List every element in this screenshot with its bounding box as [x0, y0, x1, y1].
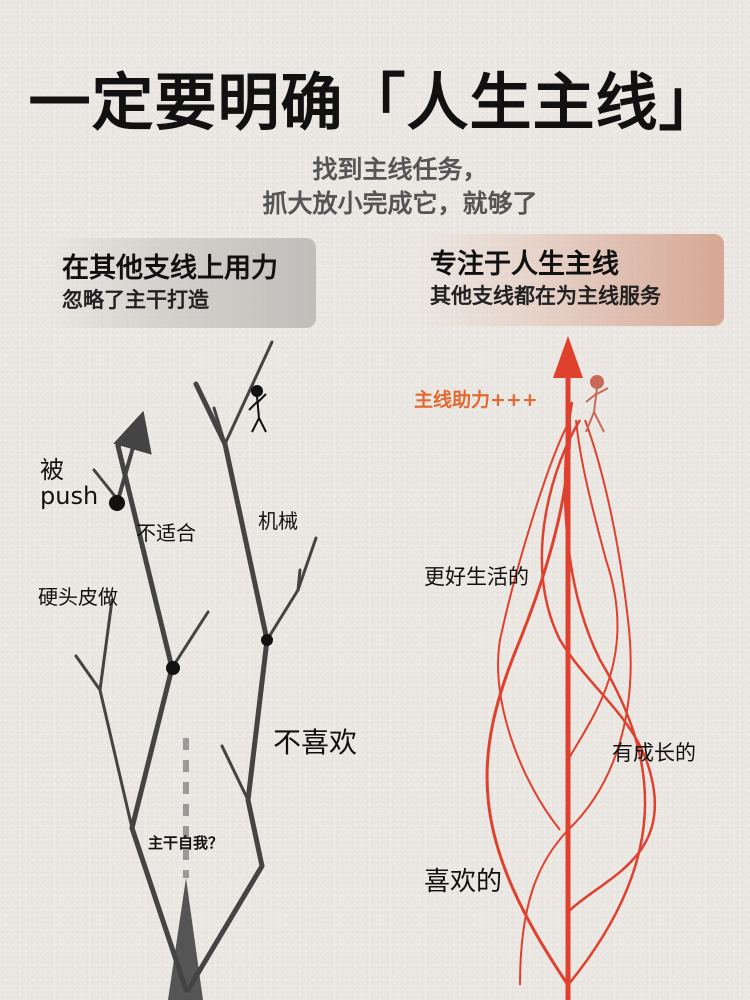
arrow-branch — [113, 410, 152, 501]
strand-5 — [519, 419, 632, 986]
twig-6 — [265, 536, 318, 642]
label-dislike: 不喜欢 — [273, 726, 357, 759]
subtitle-line-2: 抓大放小完成它，就够了 — [262, 189, 538, 218]
label-growth: 有成长的 — [612, 741, 696, 765]
strand-4 — [497, 419, 571, 831]
twig-5 — [220, 744, 250, 802]
label-pushed: 被 — [40, 456, 64, 484]
twig-9 — [212, 406, 227, 446]
label-not-suitable: 不适合 — [136, 521, 196, 545]
twig-1 — [74, 654, 134, 830]
twig-4 — [92, 468, 120, 502]
right-heading-box: 专注于人生主线 其他支线都在为主线服务 — [412, 234, 724, 326]
label-like: 喜欢的 — [424, 867, 502, 897]
stick-figure-left — [248, 385, 267, 433]
twig-2 — [98, 598, 114, 692]
label-push: push — [40, 482, 98, 510]
label-better-life: 更好生活的 — [424, 565, 529, 589]
right-heading: 专注于人生主线 — [430, 249, 619, 280]
branch-main-left — [115, 423, 189, 993]
page-title: 一定要明确「人生主线」 — [28, 66, 722, 139]
label-boost: 主线助力+++ — [414, 388, 538, 411]
left-tree: 被 push 不适合 硬头皮做 机械 不喜欢 主干自我？ — [38, 340, 357, 1000]
subtitle-line-1: 找到主线任务， — [312, 155, 488, 184]
twig-3 — [170, 610, 210, 670]
right-tree: 主线助力+++ 更好生活的 有成长的 喜欢的 — [414, 336, 696, 1000]
label-trunk-self: 主干自我？ — [148, 834, 223, 852]
main-line-arrowhead — [553, 336, 583, 378]
left-heading: 在其他支线上用力 — [62, 253, 278, 284]
strand-2 — [563, 401, 647, 986]
stick-figure-right — [585, 375, 609, 433]
label-mechanical: 机械 — [258, 509, 298, 533]
branch-main-right — [185, 381, 270, 993]
left-heading-box: 在其他支线上用力 忽略了主干打造 — [44, 238, 316, 328]
right-subheading: 其他支线都在为主线服务 — [430, 284, 661, 308]
twig-8 — [223, 340, 274, 446]
node-mid-right — [261, 634, 273, 646]
strand-3 — [540, 419, 657, 913]
node-mid-left — [166, 661, 180, 675]
twig-7 — [296, 568, 302, 592]
label-forced: 硬头皮做 — [38, 585, 118, 609]
left-subheading: 忽略了主干打造 — [62, 288, 209, 312]
strand-6 — [567, 419, 619, 761]
node-push — [109, 495, 125, 511]
